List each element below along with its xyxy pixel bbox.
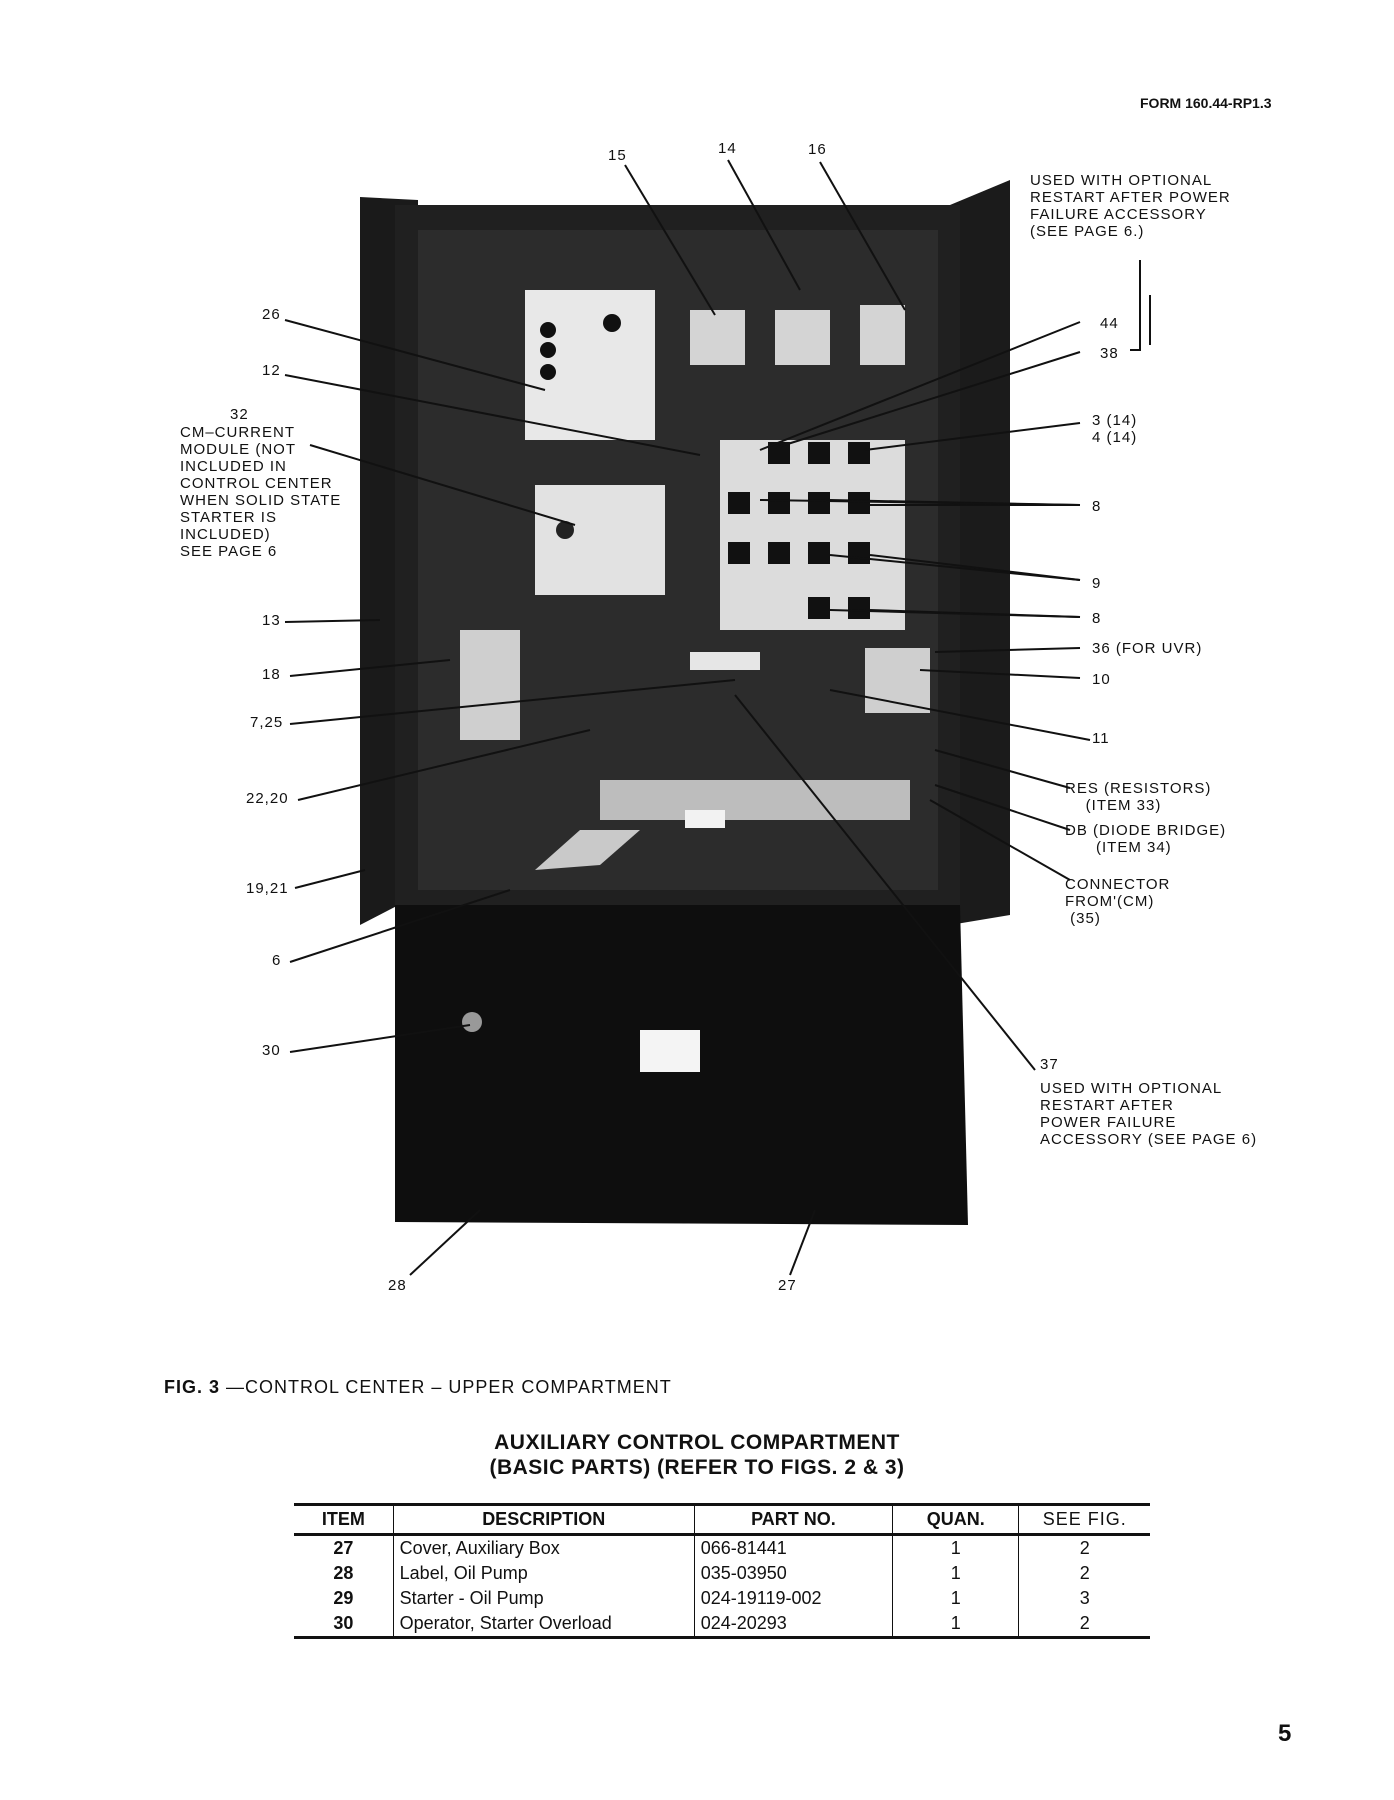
cell-description: Starter - Oil Pump	[392, 1586, 695, 1611]
callout-13: 13	[262, 612, 281, 629]
callout-9: 9	[1092, 575, 1102, 592]
callout-8a: 8	[1092, 498, 1102, 515]
figure-caption-text: —CONTROL CENTER – UPPER COMPARTMENT	[220, 1377, 672, 1397]
figure-caption: FIG. 3 —CONTROL CENTER – UPPER COMPARTME…	[164, 1377, 672, 1398]
callout-28: 28	[388, 1277, 407, 1294]
col-part-no: PART NO.	[693, 1503, 893, 1536]
callout-30: 30	[262, 1042, 281, 1059]
callout-37: 37	[1040, 1056, 1059, 1073]
callout-14: 14	[718, 140, 737, 157]
callout-27: 27	[778, 1277, 797, 1294]
callout-12: 12	[262, 362, 281, 379]
callout-11: 11	[1092, 730, 1110, 747]
callout-44: 44	[1100, 315, 1119, 332]
callout-8b: 8	[1092, 610, 1102, 627]
callout-38: 38	[1100, 345, 1119, 362]
cell-description: Cover, Auxiliary Box	[392, 1534, 695, 1561]
overload-operator	[462, 1012, 482, 1032]
restart-note-bottom: USED WITH OPTIONAL RESTART AFTER POWER F…	[1040, 1080, 1258, 1148]
col-quan: QUAN.	[892, 1503, 1019, 1536]
page-number: 5	[1278, 1720, 1292, 1747]
cell-quan: 1	[892, 1561, 1019, 1586]
callout-36: 36 (FOR UVR)	[1092, 640, 1203, 657]
callout-15: 15	[608, 147, 627, 164]
callout-16: 16	[808, 141, 827, 158]
callout-19-21: 19,21	[246, 880, 289, 897]
diode-bridge-note: DB (DIODE BRIDGE) (ITEM 34)	[1065, 822, 1227, 856]
callout-18: 18	[262, 666, 281, 683]
cell-part-no: 024-19119-002	[693, 1586, 893, 1611]
table-title-line2: (BASIC PARTS) (REFER TO FIGS. 2 & 3)	[489, 1456, 905, 1479]
cell-part-no: 024-20293	[693, 1611, 893, 1639]
cell-part-no: 035-03950	[693, 1561, 893, 1586]
current-module-note: CM–CURRENT MODULE (NOT INCLUDED IN CONTR…	[180, 424, 342, 560]
control-center-photo	[284, 159, 1151, 1276]
connector-note: CONNECTOR FROM'(CM) (35)	[1065, 876, 1171, 927]
form-number: FORM 160.44-RP1.3	[1140, 95, 1272, 111]
col-see-fig: SEE FIG.	[1018, 1503, 1150, 1536]
parts-table: ITEM DESCRIPTION PART NO. QUAN. SEE FIG.…	[294, 1503, 1150, 1639]
callout-10: 10	[1092, 671, 1111, 688]
cell-item: 27	[333, 1538, 354, 1558]
table-row: 30 Operator, Starter Overload 024-20293 …	[294, 1611, 1150, 1639]
callout-26: 26	[262, 306, 281, 323]
col-item: ITEM	[294, 1503, 394, 1536]
table-row: 29 Starter - Oil Pump 024-19119-002 1 3	[294, 1586, 1150, 1611]
figure-number: FIG. 3	[164, 1377, 221, 1397]
cell-quan: 1	[892, 1586, 1019, 1611]
cell-see-fig: 2	[1018, 1561, 1150, 1586]
callout-3-4: 3 (14) 4 (14)	[1092, 412, 1138, 446]
cell-item: 29	[333, 1588, 354, 1608]
cell-see-fig: 3	[1018, 1586, 1150, 1611]
oil-pump-label	[640, 1030, 700, 1072]
col-description: DESCRIPTION	[392, 1503, 695, 1536]
table-header-row: ITEM DESCRIPTION PART NO. QUAN. SEE FIG.	[294, 1503, 1150, 1536]
cell-quan: 1	[892, 1611, 1019, 1639]
control-center-figure: 15 14 16 USED WITH OPTIONAL RESTART AFTE…	[180, 140, 1258, 1294]
callout-32: 32	[230, 406, 249, 423]
restart-note-top: USED WITH OPTIONAL RESTART AFTER POWER F…	[1030, 172, 1231, 240]
cell-quan: 1	[892, 1534, 1019, 1561]
cell-description: Operator, Starter Overload	[392, 1611, 695, 1639]
resistors-note: RES (RESISTORS) (ITEM 33)	[1065, 780, 1212, 814]
cell-item: 28	[333, 1563, 354, 1583]
cell-item: 30	[294, 1611, 394, 1639]
cell-see-fig: 2	[1018, 1534, 1150, 1561]
cell-description: Label, Oil Pump	[392, 1561, 695, 1586]
table-row: 28 Label, Oil Pump 035-03950 1 2	[294, 1561, 1150, 1586]
callout-7-25: 7,25	[250, 714, 284, 731]
table-title-line1: AUXILIARY CONTROL COMPARTMENT	[494, 1431, 900, 1454]
callout-22-20: 22,20	[246, 790, 289, 807]
cell-see-fig: 2	[1018, 1611, 1150, 1639]
cell-part-no: 066-81441	[693, 1534, 893, 1561]
callout-6: 6	[272, 952, 282, 969]
table-row: 27 Cover, Auxiliary Box 066-81441 1 2	[294, 1534, 1150, 1561]
